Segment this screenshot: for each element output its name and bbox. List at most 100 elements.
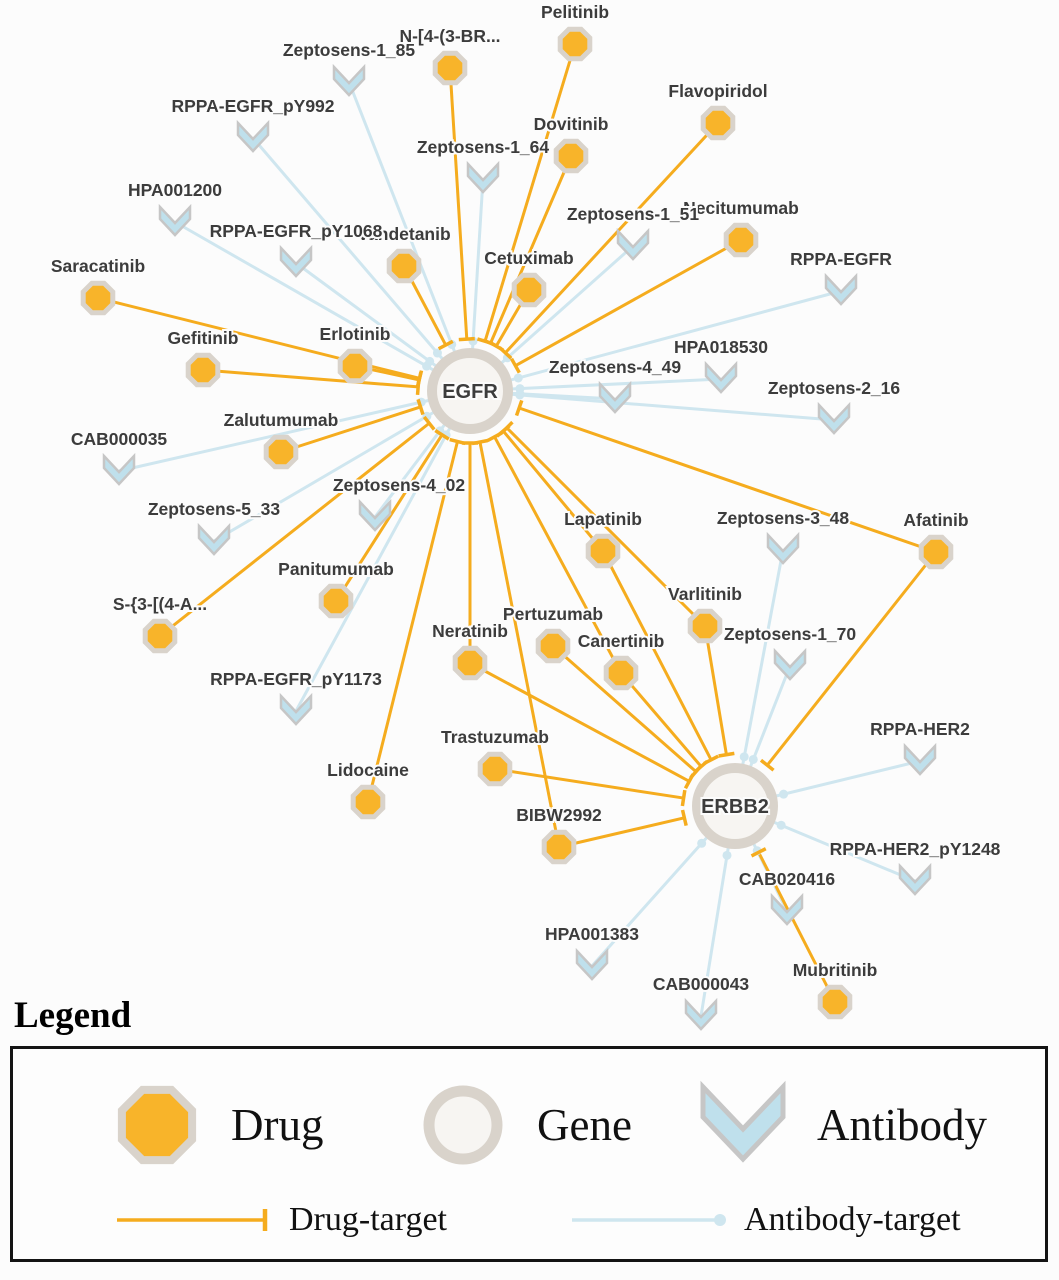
antibody-node xyxy=(766,531,800,565)
drug-node xyxy=(553,138,589,174)
drug-node xyxy=(585,533,621,569)
drug-target-edge xyxy=(280,405,421,454)
legend-item-antibody: Antibody xyxy=(697,1079,987,1171)
gene-node xyxy=(427,348,513,434)
legend-label-gene: Gene xyxy=(537,1100,632,1150)
inhibition-tick xyxy=(680,789,687,807)
node-label: RPPA-EGFR_pY992 xyxy=(171,96,334,116)
nodes xyxy=(80,26,954,1031)
antibody-node xyxy=(197,522,231,556)
node-label: Vandetanib xyxy=(357,224,450,244)
gene-label: EGFR xyxy=(442,381,498,403)
node-label: Lidocaine xyxy=(327,760,409,780)
node-label: Gefitinib xyxy=(168,328,239,348)
node-label: Zeptosens-1_51 xyxy=(567,204,700,224)
legend-label-drug-target: Drug-target xyxy=(289,1201,447,1238)
drug-node xyxy=(185,352,221,388)
drug-node xyxy=(687,608,723,644)
drug-node xyxy=(263,434,299,470)
inhibition-tick xyxy=(437,339,454,351)
node-label: HPA018530 xyxy=(674,337,768,357)
legend-label-drug: Drug xyxy=(231,1100,324,1150)
node-label: Zeptosens-4_49 xyxy=(549,357,682,377)
node-label: RPPA-EGFR_pY1068 xyxy=(210,221,383,241)
drug-node xyxy=(918,534,954,570)
drug-target-edge xyxy=(334,434,444,602)
inhibition-tick xyxy=(510,357,521,374)
drug-target-edge xyxy=(502,430,605,552)
inhibition-tick xyxy=(718,751,735,758)
antibody-node xyxy=(598,380,632,414)
antibody-edge-dot xyxy=(748,754,758,764)
antibody-target-edge xyxy=(469,389,835,422)
drug-node xyxy=(700,105,736,141)
antibody-edge-dot xyxy=(697,838,707,848)
antibody-node xyxy=(898,862,932,896)
inhibition-tick xyxy=(416,398,425,416)
legend-box: Drug Gene Antibody Drug-ta xyxy=(10,1046,1048,1262)
antibody-node xyxy=(684,997,718,1031)
node-label: CAB000043 xyxy=(653,974,750,994)
legend-edges-row: Drug-target Antibody-target xyxy=(115,1201,1045,1239)
antibody-node xyxy=(466,160,500,194)
antibody-node xyxy=(332,63,366,97)
node-label: HPA001200 xyxy=(128,180,222,200)
antibody-target-edge xyxy=(174,220,471,393)
antibody-target-edge xyxy=(347,81,472,392)
drug-node xyxy=(557,26,593,62)
node-label: Zalutumumab xyxy=(224,410,339,430)
edge-endcaps xyxy=(415,336,789,860)
drug-node xyxy=(142,618,178,654)
node-label: Dovitinib xyxy=(534,114,609,134)
inhibition-tick xyxy=(434,429,450,441)
node-label: Mubritinib xyxy=(793,960,878,980)
antibody-edge-dot xyxy=(425,356,435,366)
node-label: Saracatinib xyxy=(51,256,145,276)
antibody-node xyxy=(773,647,807,681)
antibody-node xyxy=(903,742,937,776)
node-label: Varlitinib xyxy=(668,584,742,604)
antibody-node xyxy=(824,272,858,306)
inhibition-tick xyxy=(486,431,503,443)
node-label: Neratinib xyxy=(432,621,508,641)
drug-target-edge xyxy=(478,441,561,848)
antibody-target-edge xyxy=(733,549,785,807)
drug-node xyxy=(511,272,547,308)
node-label: Cetuximab xyxy=(484,248,573,268)
antibody-edge-dot xyxy=(722,850,732,860)
antibody-edge-dot xyxy=(515,390,525,400)
drug-node xyxy=(477,751,513,787)
node-label: RPPA-EGFR xyxy=(790,249,892,269)
legend-item-antibody-target: Antibody-target xyxy=(570,1201,961,1239)
gene-label: ERBB2 xyxy=(701,796,769,818)
drug-target-edge xyxy=(483,43,577,342)
inhibition-tick xyxy=(759,758,775,772)
drug-target-edge xyxy=(558,816,685,849)
antibody-target-edge xyxy=(294,390,472,712)
antibody-edge-dot xyxy=(779,789,789,799)
node-label: Zeptosens-1_64 xyxy=(417,137,550,157)
node-label: Zeptosens-1_85 xyxy=(283,40,416,60)
legend-title: Legend xyxy=(14,995,132,1036)
node-label: Flavopiridol xyxy=(668,81,767,101)
antibody-node xyxy=(236,119,270,153)
inhibition-tick xyxy=(422,415,436,431)
node-label: Zeptosens-4_02 xyxy=(333,475,466,495)
drug-node xyxy=(603,655,639,691)
drug-target-edge xyxy=(504,121,720,354)
node-label: CAB020416 xyxy=(739,869,836,889)
antibody-target-edge-icon xyxy=(572,1214,726,1226)
antibody-node xyxy=(616,227,650,261)
antibody-node xyxy=(704,360,738,394)
node-label: RPPA-EGFR_pY1173 xyxy=(210,669,382,689)
drug-target-edge xyxy=(619,672,703,768)
node-label: Zeptosens-1_70 xyxy=(724,624,857,644)
node-label: Zeptosens-2_16 xyxy=(768,378,901,398)
node-label: Afatinib xyxy=(903,510,968,530)
inhibition-tick xyxy=(683,773,695,790)
inhibition-tick xyxy=(680,809,688,826)
drug-target-edge xyxy=(703,625,728,755)
drug-target-edge xyxy=(766,551,938,767)
legend-item-gene: Gene xyxy=(417,1079,697,1171)
